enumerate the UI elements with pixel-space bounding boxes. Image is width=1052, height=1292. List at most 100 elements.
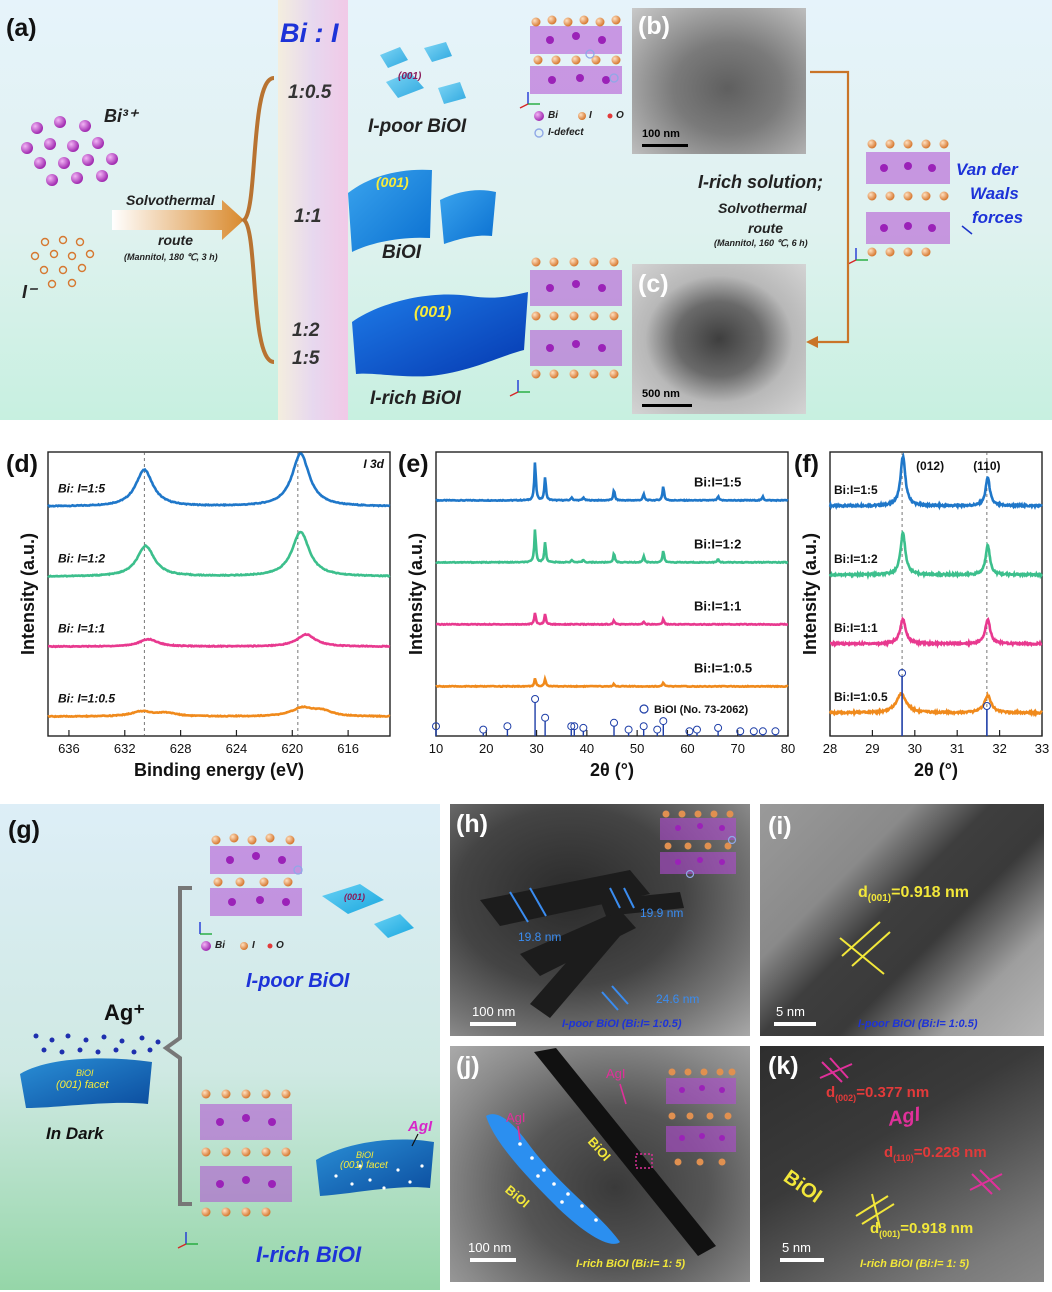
panel-a: (a) Bi : I 1:0.5 1:1 1:2 1:5 Bi³⁺ I⁻ Sol… <box>0 0 1052 420</box>
x-tick-label: 29 <box>865 741 879 756</box>
g-legend-i-dot <box>240 942 248 950</box>
series-line <box>436 612 788 627</box>
xps-region-label: I 3d <box>363 457 384 471</box>
panel-d-letter: (d) <box>6 450 38 478</box>
series-line <box>435 674 789 689</box>
reference-marker <box>503 722 512 731</box>
series-line <box>47 705 391 719</box>
k-marker-002 <box>819 1057 853 1083</box>
series-label: Bi: I=1:1 <box>58 622 105 636</box>
route-conditions: (Mannitol, 180 ℃, 3 h) <box>124 252 218 262</box>
panel-g-art <box>20 833 434 1249</box>
x-tick-label: 40 <box>580 741 594 756</box>
reference-marker <box>624 725 633 734</box>
j-agi-pointer-2 <box>517 1125 521 1141</box>
panel-a-letter: (a) <box>6 14 37 42</box>
plot-frame <box>47 451 391 737</box>
legend-o: O <box>616 110 624 121</box>
series-label: Bi:I=1:5 <box>694 474 741 489</box>
series-line <box>48 632 391 649</box>
k-marker-001 <box>855 1193 895 1229</box>
d002-label: d(002)=0.377 nm <box>826 1084 929 1103</box>
x-tick-label: 616 <box>337 741 359 756</box>
reference-legend: BiOI (No. 73-2062) <box>654 704 748 716</box>
d002-prefix: d <box>826 1084 836 1101</box>
j-agi-pointer-1 <box>619 1083 627 1105</box>
x-tick-label: 620 <box>281 741 303 756</box>
reference-marker <box>541 713 550 722</box>
j-agi-dots <box>518 1142 598 1222</box>
caption-h: I-poor BiOI (Bi:I= 1:0.5) <box>562 1018 682 1030</box>
panel-g: (g) Ag⁺ BiOI (001) facet In Dark (001) B… <box>0 804 440 1290</box>
series-label: Bi:I=1:0.5 <box>834 690 888 704</box>
crystal-right <box>866 139 973 257</box>
width-19-8: 19.8 nm <box>518 930 562 944</box>
reference-marker <box>736 727 745 736</box>
scale-label-i: 5 nm <box>776 1004 805 1019</box>
panel-f-letter: (f) <box>794 450 819 478</box>
x-axis-label: Binding energy (eV) <box>134 760 304 780</box>
caption-k: I-rich BiOI (Bi:I= 1: 5) <box>860 1258 970 1270</box>
g-rich-facet-label: (001) facet <box>340 1160 388 1171</box>
scale-label-c: 500 nm <box>642 388 680 400</box>
d002-value: =0.377 nm <box>856 1084 930 1101</box>
facet-mid: (001) <box>376 174 409 190</box>
mid-sheets <box>348 169 496 252</box>
tem-image-j: (j) AgI AgI BiOI BiOI 100 nm I-rich BiOI… <box>450 1046 750 1282</box>
reference-marker <box>610 718 619 727</box>
axis-triad <box>177 1232 198 1249</box>
x-axis-label: 2θ (°) <box>914 760 958 780</box>
peak-label: (012) <box>916 459 944 473</box>
g-legend-bi: Bi <box>215 940 225 951</box>
series-line <box>47 530 391 578</box>
reference-marker <box>692 725 701 734</box>
series-line <box>828 530 1043 580</box>
j-crystal <box>666 1068 736 1166</box>
product-i-rich: I-rich BiOI <box>370 388 461 409</box>
reference-marker <box>432 722 440 731</box>
scale-bar-k <box>780 1258 824 1262</box>
x-tick-label: 30 <box>529 741 543 756</box>
scale-label-k: 5 nm <box>782 1240 811 1255</box>
panel-g-letter: (g) <box>8 816 40 844</box>
series-label: Bi:I=1:5 <box>834 483 878 497</box>
axis-triad <box>847 248 868 265</box>
series-line <box>47 452 391 508</box>
x-tick-label: 636 <box>58 741 80 756</box>
ratio-band <box>278 0 348 420</box>
i-ion-cluster <box>30 235 95 289</box>
x-tick-label: 20 <box>479 741 493 756</box>
reference-marker <box>653 725 662 734</box>
panel-j-art <box>486 1048 736 1256</box>
right-route-conditions: (Mannitol, 160 ℃, 6 h) <box>714 238 808 248</box>
scale-bar-b <box>642 144 688 147</box>
series-line <box>435 529 789 565</box>
ratio-header: Bi : I <box>280 18 339 48</box>
g-poor-sheet-1 <box>322 884 384 914</box>
panel-k-art <box>819 1057 1003 1229</box>
series-label: Bi:I=1:0.5 <box>694 660 752 675</box>
scale-bar-i <box>774 1022 816 1026</box>
g-brace <box>162 886 192 1206</box>
x-tick-label: 50 <box>630 741 644 756</box>
g-legend-i: I <box>252 940 255 951</box>
ag-ion-dots <box>33 1033 161 1055</box>
d002-sub: (002) <box>835 1093 857 1103</box>
i-ion-label: I⁻ <box>22 282 37 302</box>
g-crystal-top <box>210 833 303 916</box>
j-blue-sheet <box>486 1114 620 1244</box>
x-tick-label: 28 <box>823 741 837 756</box>
g-i-poor-label: I-poor BiOI <box>246 970 350 992</box>
scale-bar-c <box>642 404 692 407</box>
ratio-1-1: 1:1 <box>294 206 322 227</box>
g-facet-label: (001) facet <box>56 1079 109 1091</box>
agi-pointer <box>411 1133 419 1147</box>
x-tick-label: 624 <box>226 741 248 756</box>
reference-marker <box>659 717 668 726</box>
g-rich-sheet <box>316 1139 434 1196</box>
facet-poor: (001) <box>398 71 422 82</box>
d110-prefix: d <box>884 1144 894 1161</box>
